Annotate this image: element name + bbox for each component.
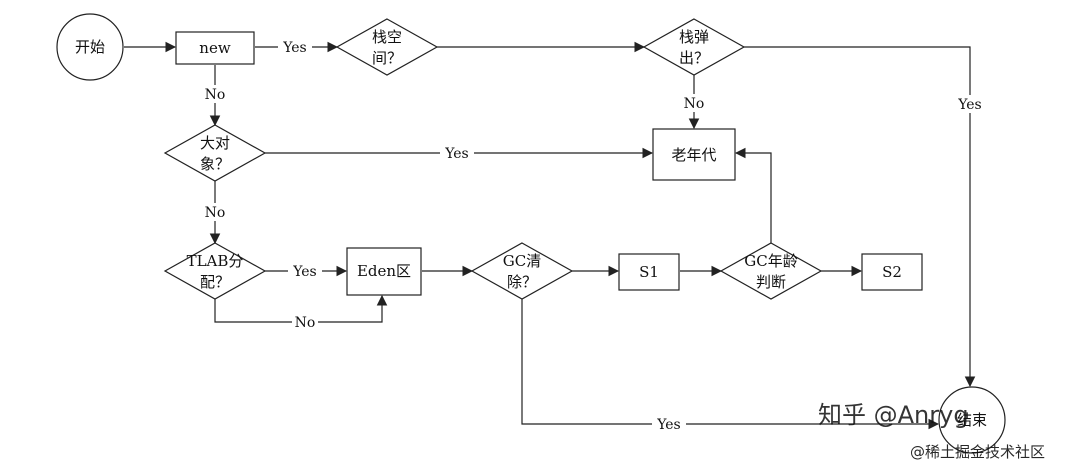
node-eden: Eden区 [346, 247, 422, 296]
node-gc-clear-label-1: GC清 [503, 252, 541, 270]
juejin-watermark: @稀土掘金技术社区 [910, 443, 1045, 461]
edge-gc-clear-to-end [521, 299, 940, 430]
node-stack-pop-label-2: 出？ [679, 49, 709, 67]
node-stack-pop-decision: 栈弹 出？ [642, 18, 746, 76]
node-stack-space-label-1: 栈空 [372, 28, 402, 46]
node-big-object-decision: 大对 象？ [163, 124, 267, 182]
edge-label-stack-pop-old: No [684, 96, 705, 112]
node-s2: S2 [861, 253, 923, 291]
edge-label-new-stack: Yes [282, 40, 307, 56]
edge-stack-pop-to-end [744, 46, 976, 388]
zhihu-watermark: 知乎 @Anryg [818, 401, 969, 429]
node-tlab-label-2: 配？ [200, 273, 230, 291]
node-big-object-label-2: 象？ [200, 155, 230, 173]
edge-label-gc-end: Yes [656, 417, 681, 433]
node-gc-clear-label-2: 除？ [507, 273, 537, 291]
edge-gc-age-to-old-gen [734, 147, 772, 243]
edge-label-big-old: Yes [444, 146, 469, 162]
node-new-label: new [199, 39, 231, 57]
node-eden-label: Eden区 [357, 262, 411, 280]
edge-label-tlab-eden: Yes [292, 264, 317, 280]
node-s1: S1 [618, 253, 680, 291]
node-end-label: 结束 [957, 411, 987, 429]
node-start-label: 开始 [75, 38, 105, 56]
node-tlab-label-1: TLAB分 [187, 252, 244, 270]
edge-label-big-tlab: No [205, 205, 226, 221]
node-old-generation-label: 老年代 [671, 146, 716, 164]
node-gc-age-label-2: 判断 [756, 273, 786, 291]
edge-label-tlab-no: No [295, 315, 316, 331]
node-new: new [175, 31, 255, 65]
node-tlab-decision: TLAB分 配？ [163, 242, 267, 300]
node-big-object-label-1: 大对 [200, 134, 230, 152]
edge-label-new-big: No [205, 87, 226, 103]
node-end: 结束 [938, 386, 1006, 454]
node-s1-label: S1 [639, 263, 659, 281]
node-stack-pop-label-1: 栈弹 [679, 28, 709, 46]
node-stack-space-decision: 栈空 间？ [335, 18, 439, 76]
edge-label-stack-pop-end: Yes [957, 97, 982, 113]
node-old-generation: 老年代 [652, 128, 736, 181]
node-gc-age-label-1: GC年龄 [744, 252, 797, 270]
node-stack-space-label-2: 间？ [372, 49, 402, 67]
node-gc-clear-decision: GC清 除？ [470, 242, 574, 300]
node-gc-age-decision: GC年龄 判断 [719, 242, 823, 300]
node-start: 开始 [56, 13, 124, 81]
node-s2-label: S2 [882, 263, 902, 281]
